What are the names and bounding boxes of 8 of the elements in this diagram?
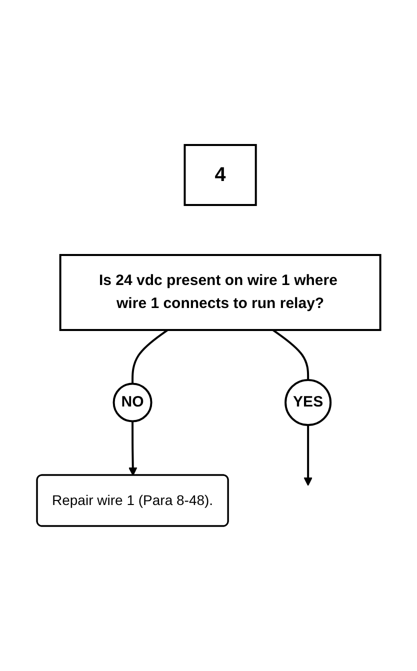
arrow: [304, 425, 312, 486]
arrow: [128, 421, 138, 476]
node-box: 4: [184, 144, 257, 206]
node-circle: NO: [112, 382, 152, 422]
connector: [272, 329, 309, 380]
connector: [131, 329, 168, 384]
node-circle: YES: [284, 378, 332, 426]
node-box: Is 24 vdc present on wire 1 where wire 1 connects to run relay?: [59, 254, 382, 331]
